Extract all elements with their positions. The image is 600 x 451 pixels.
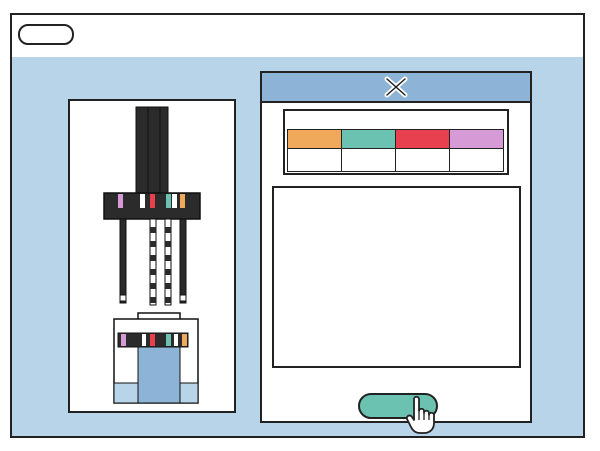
swatch-orange[interactable]: [287, 129, 342, 149]
connector-illustration: [103, 106, 201, 404]
close-icon[interactable]: [382, 76, 410, 98]
swatch-value-row: [287, 148, 504, 172]
swatch-value-teal[interactable]: [341, 148, 396, 172]
window-control-pill[interactable]: [18, 24, 74, 45]
color-mapping-dialog: [260, 71, 532, 434]
cable-bundle: [135, 106, 169, 196]
dialog-header: [262, 73, 530, 103]
color-swatch-panel: [283, 109, 509, 175]
swatch-table: [287, 129, 504, 172]
swatch-value-orange[interactable]: [287, 148, 342, 172]
swatch-color-row: [287, 129, 504, 149]
hand-pointer-icon: [405, 395, 435, 434]
desktop-area: [12, 57, 583, 436]
receptacle-base: [113, 312, 199, 404]
device-preview-panel: [68, 99, 236, 413]
title-bar: [12, 15, 583, 59]
details-text-area[interactable]: [272, 186, 521, 368]
swatch-teal[interactable]: [341, 129, 396, 149]
connector-pins: [119, 218, 187, 306]
top-connector-block: [103, 192, 201, 220]
app-window: [10, 13, 585, 438]
swatch-value-pink[interactable]: [449, 148, 504, 172]
submit-button[interactable]: [358, 393, 438, 419]
swatch-value-red[interactable]: [395, 148, 450, 172]
swatch-red[interactable]: [395, 129, 450, 149]
swatch-pink[interactable]: [449, 129, 504, 149]
